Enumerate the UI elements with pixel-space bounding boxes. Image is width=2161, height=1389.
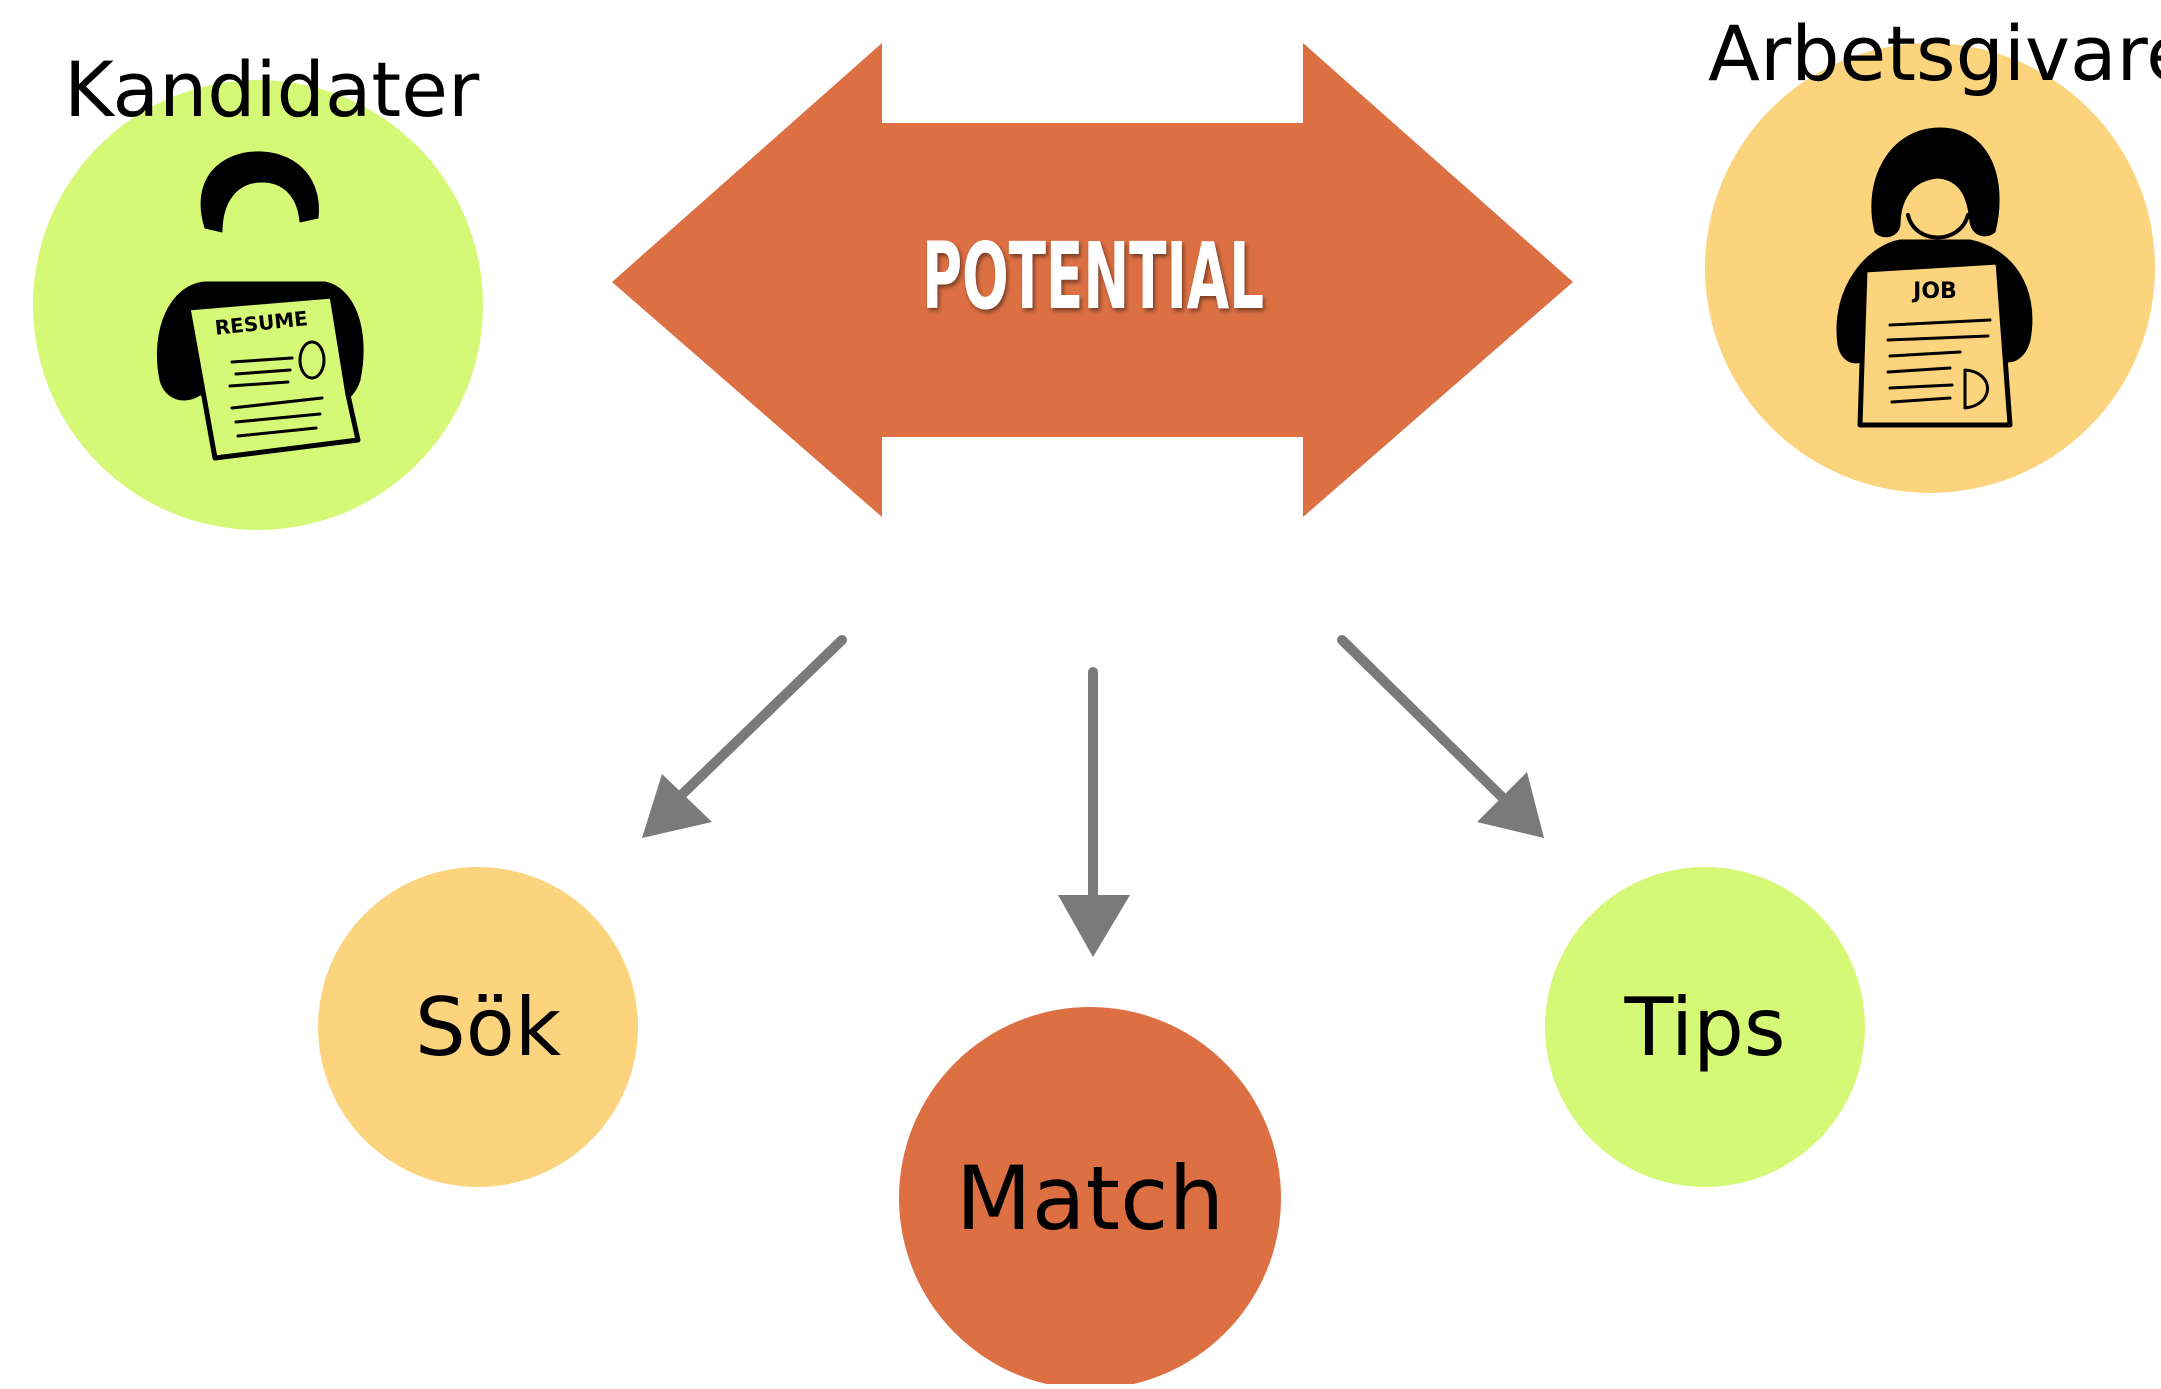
employers-label: Arbetsgivare — [1708, 9, 2161, 98]
outcome-sok-label: Sök — [414, 980, 562, 1074]
arrowhead-tips-icon — [1477, 772, 1544, 838]
arrowhead-sok-icon — [642, 774, 712, 838]
arrowhead-match-icon — [1058, 895, 1130, 957]
outcome-match-circle — [899, 1007, 1281, 1389]
outcome-tips-circle — [1545, 867, 1865, 1187]
outcome-tips-label: Tips — [1624, 980, 1786, 1074]
outcome-sok-circle — [318, 867, 638, 1187]
employer-figure-icon: JOB — [1836, 127, 2033, 428]
connector-arrows — [642, 635, 1544, 957]
potential-double-arrow — [612, 43, 1573, 517]
connector-to-tips — [1337, 635, 1510, 805]
outcome-match-label: Match — [955, 1146, 1225, 1250]
connector-to-sok — [663, 635, 847, 813]
potential-label: POTENTIAL — [922, 223, 1264, 330]
candidate-figure-icon: RESUME — [156, 151, 364, 461]
candidates-label: Kandidater — [64, 45, 480, 134]
job-text: JOB — [1911, 279, 1957, 304]
